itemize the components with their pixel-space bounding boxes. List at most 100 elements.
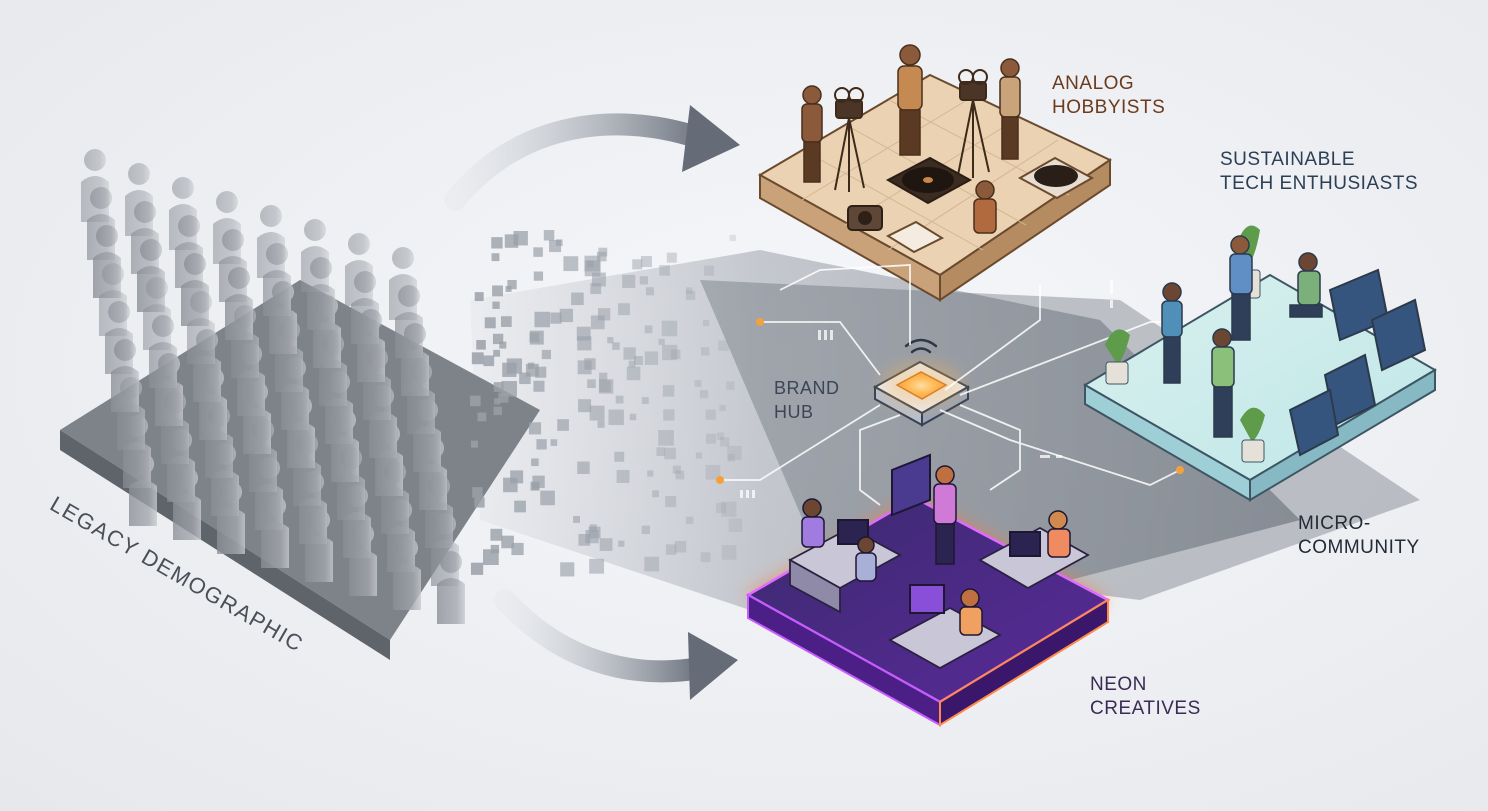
person-silhouette bbox=[299, 471, 327, 544]
pixel-square bbox=[599, 381, 610, 392]
pixel-square bbox=[475, 292, 484, 301]
pixel-square bbox=[577, 462, 589, 474]
pixel-square bbox=[589, 559, 604, 574]
pixel-square bbox=[618, 541, 624, 547]
person-silhouette bbox=[87, 187, 115, 260]
person-silhouette bbox=[123, 415, 151, 488]
pixel-square bbox=[618, 303, 630, 315]
pixel-square bbox=[544, 230, 555, 241]
arrowhead-up bbox=[682, 105, 740, 172]
pixel-square bbox=[704, 266, 714, 276]
pixel-square bbox=[730, 235, 736, 241]
pixel-square bbox=[656, 447, 665, 456]
person-silhouette bbox=[325, 371, 353, 444]
pixel-square bbox=[578, 360, 592, 374]
pixel-square bbox=[652, 490, 659, 497]
person-silhouette bbox=[249, 419, 277, 492]
person-silhouette bbox=[211, 443, 239, 516]
pixel-square bbox=[505, 234, 518, 247]
person-silhouette bbox=[213, 191, 241, 264]
pixel-square bbox=[701, 552, 711, 562]
pixel-square bbox=[490, 529, 502, 541]
pixel-square bbox=[573, 516, 580, 523]
pixel-square bbox=[664, 448, 676, 460]
pixel-square bbox=[686, 291, 695, 300]
pixel-square bbox=[584, 256, 600, 272]
pixel-square bbox=[658, 339, 664, 345]
pixel-square bbox=[494, 382, 504, 392]
pixel-square bbox=[557, 419, 569, 431]
person-silhouette bbox=[287, 395, 315, 468]
pixel-square bbox=[686, 517, 693, 524]
person-silhouette bbox=[193, 329, 221, 402]
pixel-square bbox=[478, 413, 487, 422]
pixel-square bbox=[483, 355, 494, 366]
pixel-square bbox=[540, 491, 555, 506]
person-silhouette bbox=[437, 551, 465, 624]
person-silhouette bbox=[401, 323, 429, 396]
pixel-square bbox=[550, 313, 561, 324]
pixel-square bbox=[587, 379, 596, 388]
pixel-square bbox=[578, 534, 590, 546]
person-silhouette bbox=[301, 219, 329, 292]
pixel-square bbox=[493, 350, 500, 357]
pixel-square bbox=[470, 396, 481, 407]
pixel-square bbox=[612, 342, 620, 350]
pixel-square bbox=[701, 347, 709, 355]
pixel-square bbox=[472, 487, 483, 498]
person-silhouette bbox=[219, 229, 247, 302]
person-silhouette bbox=[387, 499, 415, 572]
pixel-square bbox=[560, 309, 573, 322]
person-silhouette bbox=[231, 305, 259, 378]
person-silhouette bbox=[167, 429, 195, 502]
person-silhouette bbox=[349, 523, 377, 596]
pixel-square bbox=[663, 409, 674, 420]
pixel-square bbox=[471, 563, 483, 575]
person-silhouette bbox=[137, 239, 165, 312]
arrow-up bbox=[455, 124, 705, 200]
pixel-square bbox=[507, 358, 522, 373]
pixel-square bbox=[474, 497, 484, 507]
pixel-square bbox=[571, 293, 584, 306]
pixel-square bbox=[717, 433, 724, 440]
micro-community-label: MICRO- COMMUNITY bbox=[1298, 512, 1420, 560]
pixel-square bbox=[608, 410, 623, 425]
pixel-square bbox=[646, 287, 654, 295]
person-silhouette bbox=[225, 267, 253, 340]
pixel-square bbox=[616, 396, 624, 404]
pixel-square bbox=[476, 340, 486, 350]
pixel-square bbox=[696, 453, 702, 459]
pixel-square bbox=[666, 544, 676, 554]
person-silhouette bbox=[161, 391, 189, 464]
pixel-square bbox=[663, 385, 675, 397]
pixel-square bbox=[599, 373, 607, 381]
person-silhouette bbox=[181, 253, 209, 326]
pixel-square bbox=[700, 390, 708, 398]
pixel-square bbox=[622, 275, 635, 288]
pixel-square bbox=[529, 333, 539, 343]
arrow-down bbox=[505, 600, 700, 671]
pixel-square bbox=[659, 265, 670, 276]
person-silhouette bbox=[275, 319, 303, 392]
pixel-square bbox=[641, 256, 652, 267]
pixel-square bbox=[542, 350, 551, 359]
pixel-square bbox=[642, 526, 650, 534]
person-silhouette bbox=[261, 495, 289, 568]
person-silhouette bbox=[419, 437, 447, 510]
pixel-square bbox=[644, 557, 659, 572]
person-silhouette bbox=[111, 339, 139, 412]
person-silhouette bbox=[131, 201, 159, 274]
pixel-square bbox=[531, 458, 539, 466]
person-silhouette bbox=[93, 225, 121, 298]
pixel-square bbox=[728, 454, 736, 462]
brand-hub-label: BRAND HUB bbox=[774, 376, 840, 424]
pixel-square bbox=[598, 421, 605, 428]
pixel-square bbox=[623, 347, 635, 359]
pixel-square bbox=[695, 380, 702, 387]
pixel-square bbox=[642, 397, 649, 404]
person-silhouette bbox=[319, 333, 347, 406]
person-silhouette bbox=[81, 149, 109, 222]
pixel-square bbox=[491, 237, 502, 248]
pixel-square bbox=[534, 312, 549, 327]
